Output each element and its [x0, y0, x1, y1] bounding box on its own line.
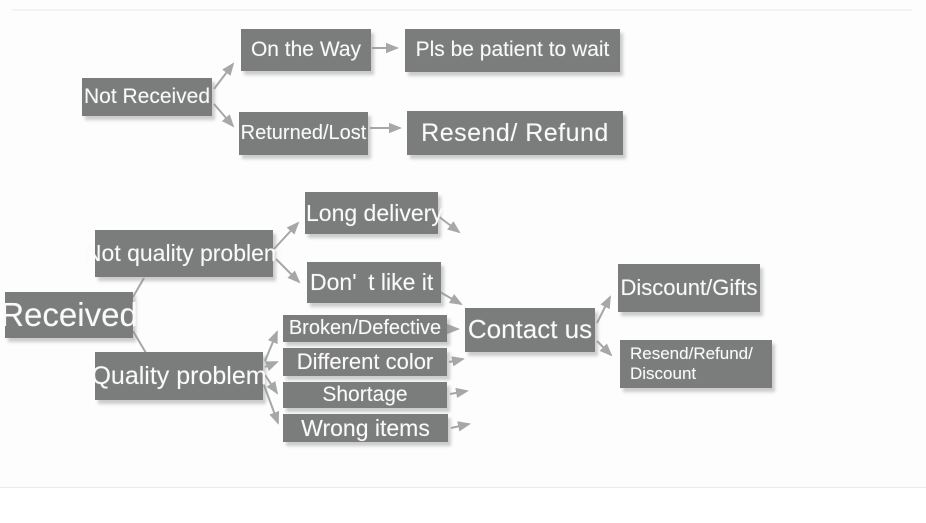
node-resend-refund-discount-line1: Resend/Refund/ — [630, 344, 753, 364]
node-discount-gifts: Discount/Gifts — [618, 264, 760, 312]
node-dont-like-it: Don' t like it — [307, 262, 441, 303]
node-quality-problem: Quality problem — [91, 352, 267, 400]
node-resend-refund: Resend/ Refund — [407, 111, 623, 155]
node-broken-defective: Broken/Defective — [283, 315, 447, 342]
node-shortage: Shortage — [283, 382, 447, 408]
node-on-the-way: On the Way — [241, 29, 371, 71]
node-not-quality-problem: Not quality problem — [85, 230, 283, 277]
node-wrong-items: Wrong items — [283, 414, 448, 442]
bottom-hairline — [0, 487, 926, 488]
node-not-received: Not Received — [82, 78, 212, 116]
top-hairline — [12, 9, 912, 11]
node-different-color: Different color — [283, 348, 447, 376]
node-resend-refund-discount-line2: Discount — [630, 364, 697, 383]
node-received: Received — [0, 292, 138, 338]
node-resend-refund-discount: Resend/Refund/ Discount — [620, 340, 772, 388]
node-long-delivery: Long delivery — [305, 192, 443, 234]
node-returned-lost: Returned/Lost — [239, 112, 368, 155]
node-pls-be-patient: Pls be patient to wait — [405, 29, 620, 72]
node-contact-us: Contact us — [465, 308, 595, 352]
